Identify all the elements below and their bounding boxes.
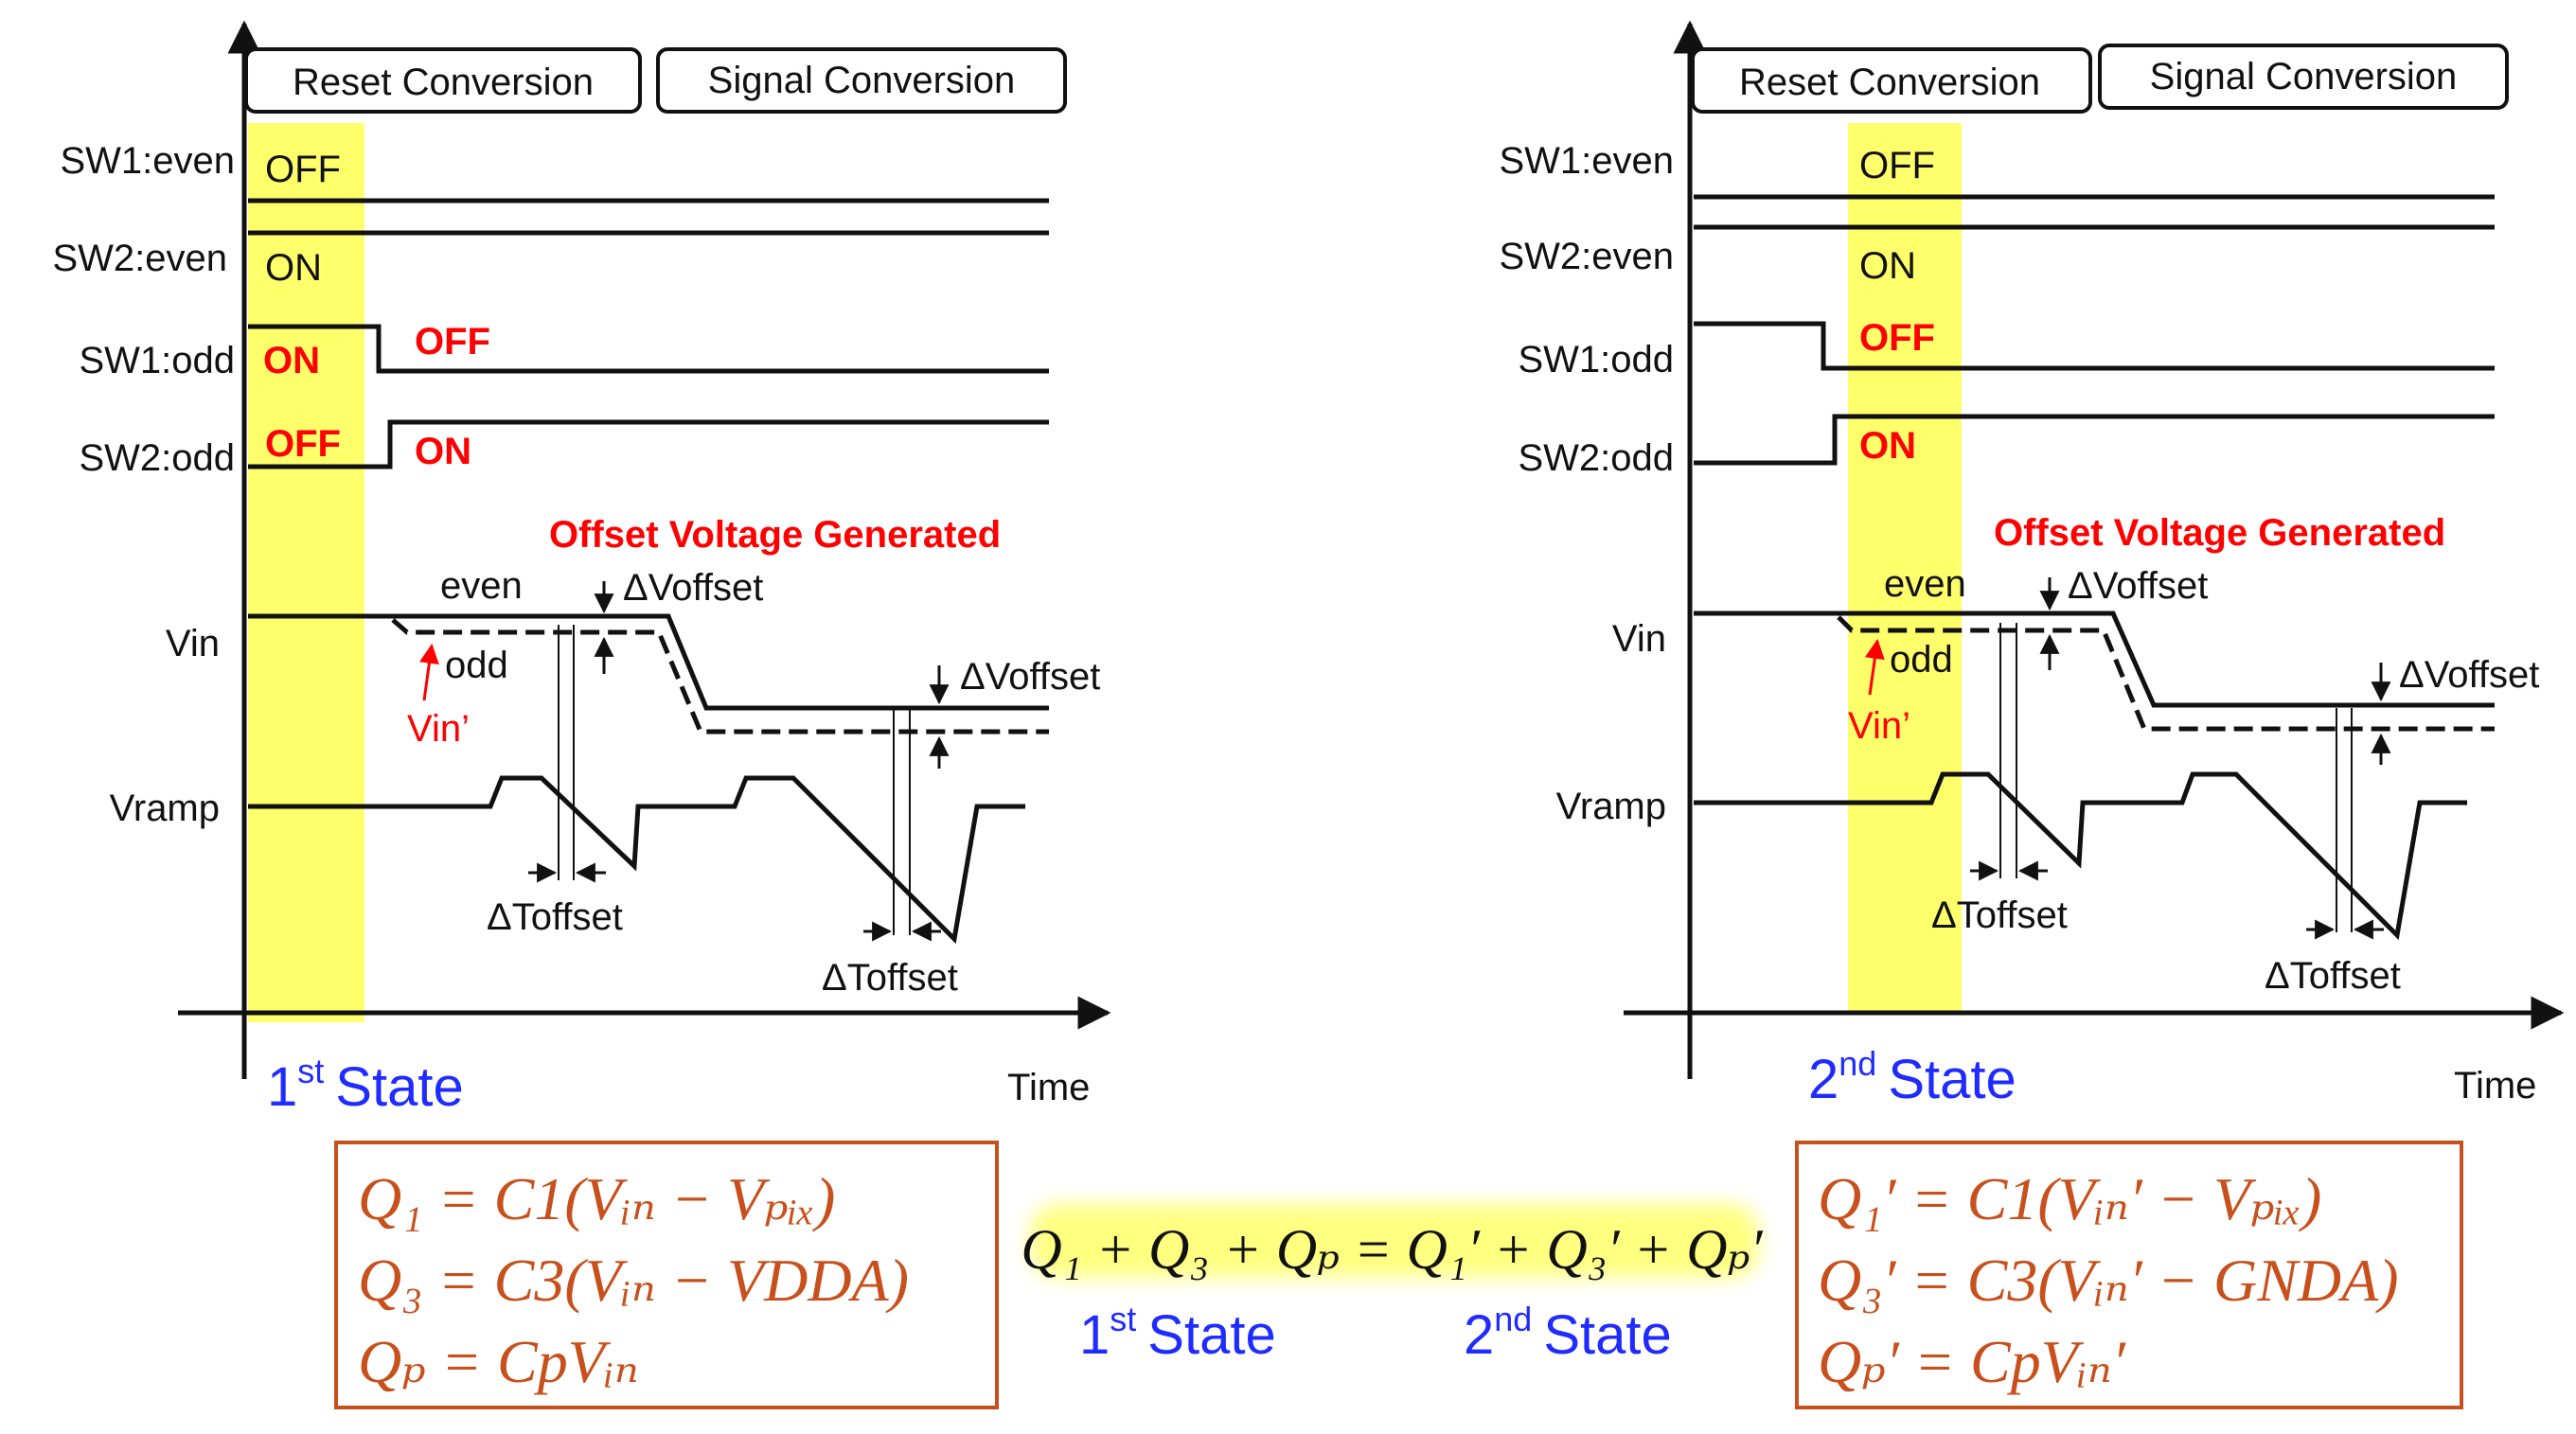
panel-first-state: Reset Conversion Signal Conversion SW1:e… — [52, 20, 1111, 1118]
sw2-odd-on-second: ON — [1859, 425, 1916, 467]
sw2-odd-label-second: SW2:odd — [1518, 437, 1674, 479]
eq-left-3: Qₚ = CpVᵢₙ — [358, 1328, 639, 1395]
sw2-odd-label-first: SW2:odd — [79, 437, 235, 479]
sw1-odd-off-first: OFF — [415, 321, 490, 363]
vin-even-wave-second — [1694, 611, 2495, 708]
sw2-odd-wave-second — [1694, 414, 2495, 466]
sw2-even-label-first: SW2:even — [52, 238, 227, 279]
sw1-even-label-second: SW1:even — [1499, 140, 1674, 182]
vramp-wave-second — [1694, 771, 2467, 941]
odd-label-second: odd — [1890, 639, 1953, 681]
sw1-even-label-first: SW1:even — [60, 140, 235, 182]
signal-conversion-box-second — [2098, 44, 2509, 110]
eq-right-3: Qₚ′ = CpVᵢₙ′ — [1818, 1328, 2126, 1395]
vin-odd-wave-second — [1837, 615, 2495, 732]
dvoffset-label-2-second: ΔVoffset — [2399, 654, 2539, 696]
vramp-label-first: Vramp — [110, 788, 220, 829]
vin-prime-arrow-second — [1864, 638, 1885, 696]
reset-conversion-label-second: Reset Conversion — [1739, 62, 2040, 103]
vin-odd-wave-first — [391, 618, 1049, 735]
eq-right-1: Q₁′ = C1(Vᵢₙ′ − Vₚᵢₓ) — [1818, 1165, 2321, 1232]
equation-box-left: Q₁ = C1(Vᵢₙ − Vₚᵢₓ) Q₃ = C3(Vᵢₙ − VDDA) … — [334, 1141, 999, 1409]
reset-conversion-box-second — [1691, 47, 2092, 114]
vin-prime-arrow-first — [419, 643, 439, 701]
sw2-even-label-second: SW2:even — [1499, 236, 1674, 277]
sw1-even-off-second: OFF — [1859, 145, 1935, 186]
sw2-odd-on-first: ON — [415, 431, 471, 472]
sw1-odd-on-first: ON — [263, 340, 320, 381]
sw1-odd-label-second: SW1:odd — [1518, 339, 1674, 381]
dvoffset-label-1-first: ΔVoffset — [623, 567, 763, 609]
eq-left-2: Q₃ = C3(Vᵢₙ − VDDA) — [358, 1247, 909, 1314]
dtoffset-label-1-second: ΔToffset — [1931, 894, 2068, 936]
vin-label-second: Vin — [1612, 618, 1666, 660]
vin-prime-label-first: Vin’ — [407, 708, 470, 750]
vin-label-first: Vin — [166, 623, 220, 664]
reset-conversion-label-first: Reset Conversion — [293, 62, 594, 103]
signal-conversion-label-first: Signal Conversion — [708, 60, 1016, 101]
panel-second-state: Reset Conversion Signal Conversion SW1:e… — [1499, 20, 2565, 1110]
sw1-odd-label-first: SW1:odd — [79, 340, 235, 381]
eq-right-2: Q₃′ = C3(Vᵢₙ′ − GNDA) — [1818, 1247, 2399, 1314]
sw1-odd-wave-second — [1694, 321, 2495, 371]
eq-center: Q₁ + Q₃ + Qₚ = Q₁′ + Q₃′ + Qₚ′ — [1021, 1218, 1763, 1281]
signal-conversion-label-second: Signal Conversion — [2150, 56, 2458, 97]
dtoffset-label-1-first: ΔToffset — [487, 896, 623, 938]
time-label-first: Time — [1007, 1067, 1090, 1108]
highlight-band-second — [1848, 123, 1962, 1011]
dtoffset-label-2-first: ΔToffset — [822, 957, 958, 999]
sw1-odd-off-second: OFF — [1859, 317, 1935, 359]
sw1-odd-wave-first — [248, 324, 1049, 374]
even-label-first: even — [440, 565, 523, 607]
sw2-odd-off-first: OFF — [265, 423, 341, 465]
offset-generated-second: Offset Voltage Generated — [1994, 512, 2445, 554]
vramp-wave-first — [248, 775, 1025, 945]
reset-conversion-box-first — [244, 47, 642, 114]
eq-left-1: Q₁ = C1(Vᵢₙ − Vₚᵢₓ) — [358, 1165, 835, 1232]
dvoffset-label-1-second: ΔVoffset — [2068, 565, 2208, 607]
odd-label-first: odd — [445, 645, 508, 686]
dtoffset-label-2-second: ΔToffset — [2265, 955, 2401, 997]
vramp-label-second: Vramp — [1556, 786, 1666, 827]
highlight-band-first — [248, 123, 364, 1022]
sw1-even-off-first: OFF — [265, 149, 341, 190]
sw2-even-on-first: ON — [265, 247, 322, 289]
vin-even-wave-first — [248, 613, 1049, 711]
dvoffset-label-2-first: ΔVoffset — [960, 656, 1100, 698]
sw2-even-on-second: ON — [1859, 245, 1916, 287]
signal-conversion-box-first — [656, 47, 1067, 114]
equation-box-right: Q₁′ = C1(Vᵢₙ′ − Vₚᵢₓ) Q₃′ = C3(Vᵢₙ′ − GN… — [1795, 1141, 2463, 1409]
vin-prime-label-second: Vin’ — [1848, 705, 1910, 747]
offset-generated-first: Offset Voltage Generated — [549, 514, 1001, 556]
time-label-second: Time — [2454, 1065, 2536, 1106]
sw2-odd-wave-first — [248, 419, 1049, 469]
even-label-second: even — [1884, 563, 1966, 605]
